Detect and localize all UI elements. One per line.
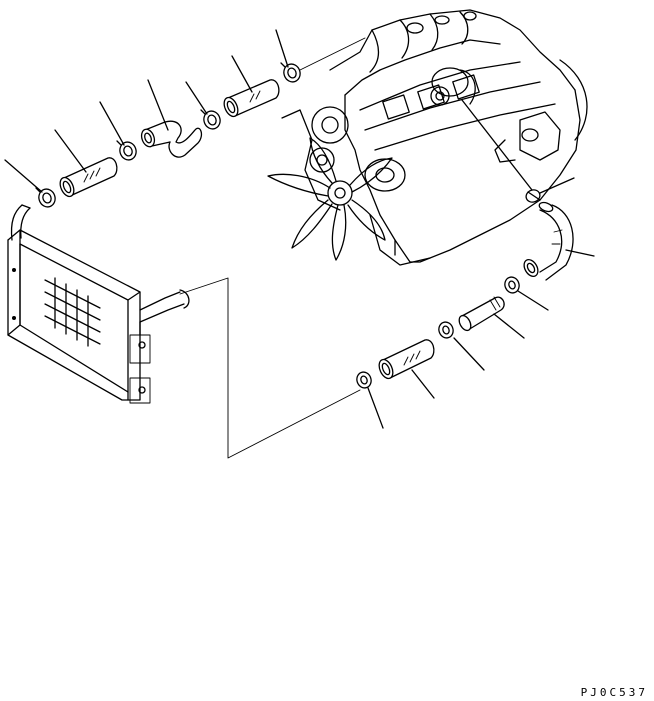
radiator <box>7 204 190 404</box>
straight-hose-3 <box>378 339 435 380</box>
engine-block <box>281 9 588 266</box>
curved-hose <box>523 201 574 281</box>
short-pipe <box>458 296 505 332</box>
hose-clamp-3 <box>200 109 221 130</box>
cooling-fan <box>267 137 393 261</box>
hose-clamp-6 <box>504 276 520 294</box>
straight-hose-1 <box>59 157 118 198</box>
hose-clamp-4 <box>280 62 301 83</box>
straight-hose-2 <box>223 79 280 118</box>
hose-clamp-7 <box>438 321 454 339</box>
hose-clamp-5 <box>525 189 541 203</box>
routing-line <box>179 277 361 459</box>
callout-leaders <box>4 29 595 429</box>
hose-clamp-8 <box>356 371 372 389</box>
hose-clamp-2 <box>116 140 137 161</box>
hose-clamp-1 <box>35 187 56 208</box>
drawing-code: PJ0C537 <box>580 686 648 699</box>
elbow-hose <box>140 120 203 158</box>
